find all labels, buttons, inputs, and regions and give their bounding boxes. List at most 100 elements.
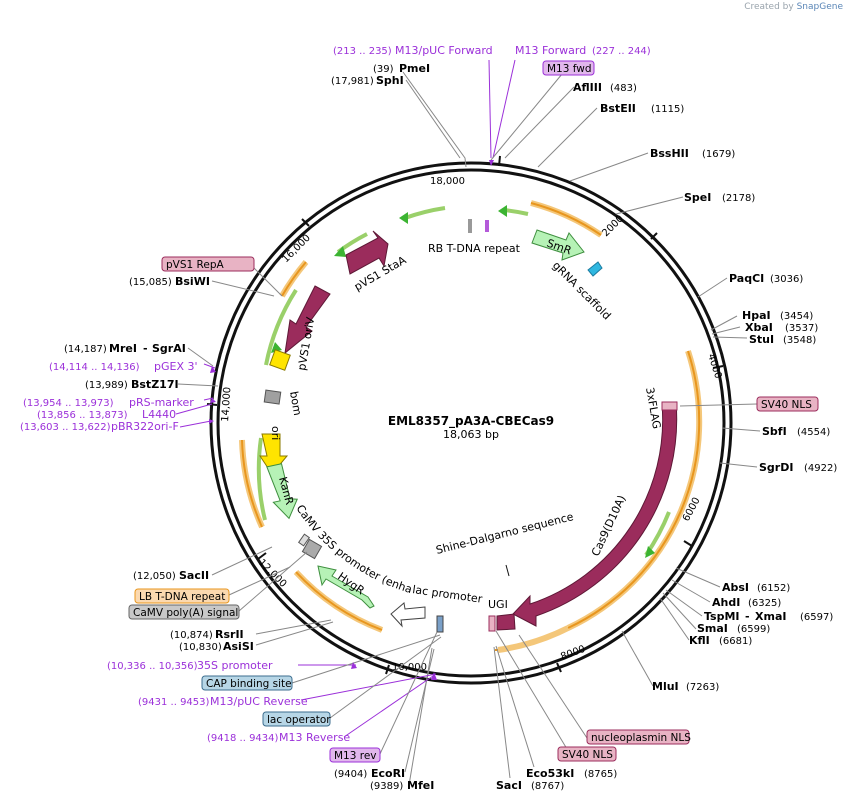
- enzyme-pos: (17,981): [331, 76, 374, 87]
- ori-yellow-box: [269, 349, 291, 371]
- enzyme-name: XmaI: [755, 610, 786, 623]
- enzyme-name: MfeI: [407, 779, 434, 792]
- backbone-outer-ring: [209, 161, 733, 685]
- enzyme-name: XbaI: [745, 321, 773, 334]
- primer-pos: (13,856 .. 13,873): [37, 410, 128, 421]
- enzyme-name: SacI: [496, 779, 522, 792]
- primer-name: L4440: [142, 408, 176, 421]
- enzyme-pos: (2178): [722, 193, 755, 204]
- label-ori: ori: [269, 426, 282, 440]
- box-text: lac operator: [267, 714, 331, 726]
- box-bg: [542, 60, 595, 76]
- box-bg: [557, 746, 617, 762]
- enzyme-pos: (6599): [737, 624, 770, 635]
- enzyme-pos: (8765): [584, 769, 617, 780]
- tick-label: 16,000: [280, 233, 313, 266]
- box-text: pVS1 RepA: [166, 259, 224, 271]
- enzyme-pos: (7263): [686, 682, 719, 693]
- box-bg: [128, 604, 240, 620]
- tick-label: 4000: [705, 353, 723, 381]
- kanr-marker: [266, 463, 298, 520]
- primer-pos: (9418 .. 9434): [207, 733, 279, 744]
- primer-pos: (13,603 .. 13,622): [20, 422, 111, 433]
- box-text: M13 rev: [334, 750, 377, 762]
- enzyme-name: AbsI: [722, 581, 749, 594]
- enzyme-name: EcoRI: [371, 767, 405, 780]
- box-text: SV40 NLS: [562, 749, 613, 761]
- feature-leaders: [228, 67, 758, 755]
- label-bom: bom: [287, 390, 304, 416]
- enzyme-pos: (483): [610, 83, 637, 94]
- box-bg: [161, 256, 255, 272]
- enzyme-name: MreI: [109, 342, 137, 355]
- primer-labels: (213 .. 235) M13/pUC Forward M13 Forward…: [20, 44, 651, 744]
- label-rb-tdna-repeat: RB T-DNA repeat: [428, 242, 521, 255]
- box-text: CAP binding site: [206, 678, 292, 690]
- enzyme-pos: (3036): [770, 274, 803, 285]
- enzyme-separator: -: [143, 342, 148, 355]
- primer-leaders: [175, 59, 516, 738]
- enzyme-pos: (15,085): [129, 277, 172, 288]
- enzyme-name: StuI: [749, 333, 774, 346]
- box-text: nucleoplasmin NLS: [591, 732, 691, 744]
- primer-name: pRS-marker: [129, 396, 194, 409]
- enzyme-pos: (3537): [785, 323, 818, 334]
- enzyme-pos: (3454): [780, 311, 813, 322]
- direction-heads: [271, 205, 655, 558]
- primer-name: M13/pUC Reverse: [210, 695, 308, 708]
- tick-label: 8000: [559, 644, 587, 663]
- box-bg: [756, 396, 819, 412]
- enzyme-labels: (39) PmeI (17,981) SphI AflIII (483) Bst…: [64, 62, 837, 792]
- box-bg: [329, 747, 381, 763]
- tick-label: 2000: [600, 213, 626, 239]
- enzyme-pos: (9404): [334, 769, 367, 780]
- tick-label: 18,000: [430, 176, 465, 187]
- box-bg: [134, 588, 230, 604]
- grna-element: [587, 261, 603, 277]
- enzyme-name: KflI: [689, 634, 710, 647]
- enzyme-separator: -: [745, 610, 750, 623]
- bom-box: [263, 389, 282, 405]
- plasmid-name: EML8357_pA3A-CBECas9: [388, 414, 554, 429]
- primer-name: 35S promoter: [197, 659, 273, 672]
- enzyme-name: BssHII: [650, 147, 689, 160]
- primer-name: M13 Forward: [515, 44, 586, 57]
- enzyme-pos: (39): [373, 64, 394, 75]
- box-text: SV40 NLS: [761, 399, 812, 411]
- box-text: LB T-DNA repeat: [139, 591, 225, 603]
- staa-cds: [345, 230, 389, 275]
- enzyme-name: PaqCI: [729, 272, 764, 285]
- label-camv-35s-promoter: CaMV 35S promoter (enhanced): [0, 0, 414, 596]
- primer-pos: (13,954 .. 13,973): [23, 398, 114, 409]
- enzyme-name: BstEII: [600, 102, 636, 115]
- oriv-cds: [284, 285, 331, 355]
- enzyme-pos: (8767): [531, 781, 564, 792]
- plasmid-length: 18,063 bp: [443, 428, 499, 441]
- enzyme-pos: (1679): [702, 149, 735, 160]
- enzyme-name: PmeI: [399, 62, 430, 75]
- snapgene-logo: SnapGene: [796, 2, 843, 12]
- rb-primer: [485, 220, 489, 232]
- enzyme-leaders: [177, 71, 761, 786]
- primer-name: pGEX 3': [154, 360, 198, 373]
- box-bg: [262, 711, 331, 727]
- enzyme-name: AhdI: [712, 596, 740, 609]
- lac-promoter-arrow: [390, 602, 426, 628]
- primer-pos: (9431 .. 9453): [138, 697, 210, 708]
- enzyme-pos: (12,050): [133, 571, 176, 582]
- flag-tag: [661, 401, 678, 411]
- enzyme-name: MluI: [652, 680, 679, 693]
- primer-pos: (213 .. 235): [333, 46, 392, 57]
- enzyme-pos: (1115): [651, 104, 684, 115]
- camv-enh-box: [297, 533, 311, 547]
- enzyme-pos: (6325): [748, 598, 781, 609]
- enzyme-pos: (9389): [370, 781, 403, 792]
- watermark: Created by SnapGene: [744, 2, 843, 12]
- enzyme-name: HpaI: [742, 309, 771, 322]
- tick-label: 14,000: [220, 387, 233, 423]
- enzyme-name: BstZ17I: [131, 378, 179, 391]
- label-lac-promoter: lac promoter: [412, 583, 484, 606]
- box-text: M13 fwd: [547, 63, 592, 75]
- enzyme-pos: (10,830): [179, 642, 222, 653]
